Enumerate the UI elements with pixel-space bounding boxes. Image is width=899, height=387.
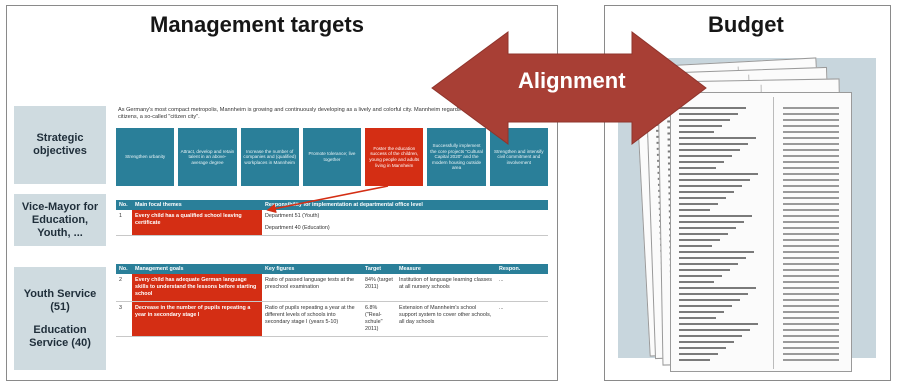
column-header-target: Target — [362, 264, 396, 274]
objective-box: Successfully implement the core projects… — [427, 128, 486, 186]
column-header-key-figures: Key figures — [262, 264, 362, 274]
management-goals-table: No. Management goals Key figures Target … — [116, 264, 548, 337]
key-figure-cell: Ratio of pupils repeating a year at the … — [262, 301, 362, 337]
objective-box: Attract, develop and retain talent in an… — [178, 128, 237, 186]
strategy-intro-text: As Germany's most compact metropolis, Ma… — [118, 107, 519, 120]
table-row: 2 Every child has adequate German langua… — [116, 274, 548, 302]
target-cell: 84% (target 2011) — [362, 274, 396, 302]
column-header-no: No. — [116, 264, 132, 274]
services-label: Youth Service (51) Education Service (40… — [14, 267, 106, 370]
column-header-goals: Management goals — [132, 264, 262, 274]
row-number: 2 — [116, 274, 132, 302]
alignment-label: Alignment — [518, 68, 626, 93]
strategic-objectives-label: Strategic objectives — [14, 106, 106, 184]
youth-service-label: Youth Service (51) — [23, 287, 97, 313]
budget-title: Budget — [708, 12, 784, 37]
responsible-cell: ... — [496, 301, 548, 337]
responsibility-education: Department 40 (Education) — [265, 225, 330, 231]
management-targets-title: Management targets — [150, 12, 364, 37]
alignment-double-arrow — [431, 30, 707, 146]
column-header-responsibility: Responsibility for implementation at dep… — [262, 200, 548, 210]
link-arrow — [266, 185, 389, 214]
row-number: 1 — [116, 210, 132, 236]
table-row: 3 Decrease in the number of pupils repea… — [116, 301, 548, 337]
column-header-no: No. — [116, 200, 132, 210]
budget-sheet — [670, 92, 852, 372]
measure-cell: Institution of language learning classes… — [396, 274, 496, 302]
objective-box: Promote tolerance; live together — [302, 128, 362, 186]
education-service-label: Education Service (40) — [29, 323, 91, 349]
focal-theme-cell: Every child has a qualified school leavi… — [132, 210, 262, 236]
responsibility-cell: Department 51 (Youth) Department 40 (Edu… — [262, 210, 548, 236]
objective-box: Increase the number of companies and (qu… — [240, 128, 299, 186]
objective-box-highlighted: Foster the education success of the chil… — [365, 128, 424, 186]
objective-box: Strengthen urbanity — [116, 128, 175, 186]
responsible-cell: ... — [496, 274, 548, 302]
key-figure-cell: Ratio of passed language tests at the pr… — [262, 274, 362, 302]
column-header-responsibility: Respon. — [496, 264, 548, 274]
vice-mayor-table: No. Main focal themes Responsibility for… — [116, 200, 548, 236]
column-header-focal-themes: Main focal themes — [132, 200, 262, 210]
vice-mayor-label: Vice-Mayor for Education, Youth, ... — [14, 194, 106, 246]
goal-cell: Decrease in the number of pupils repeati… — [132, 301, 262, 337]
table-row: 1 Every child has a qualified school lea… — [116, 210, 548, 236]
target-cell: 6.8% ("Real-schule" 2011) — [362, 301, 396, 337]
goal-cell: Every child has adequate German language… — [132, 274, 262, 302]
row-number: 3 — [116, 301, 132, 337]
measure-cell: Extension of Mannheim's school support s… — [396, 301, 496, 337]
responsibility-youth: Department 51 (Youth) — [265, 213, 320, 219]
column-header-measure: Measure — [396, 264, 496, 274]
